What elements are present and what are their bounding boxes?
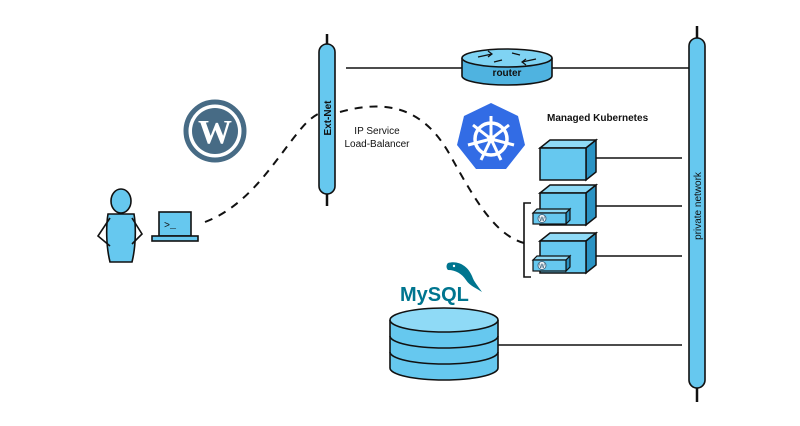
client-traffic-path	[204, 111, 323, 223]
wordpress-logo-icon: W	[183, 99, 247, 163]
pod-group-bracket	[523, 202, 531, 278]
pod-mark-1: W	[539, 217, 545, 223]
managed-kubernetes-label: Managed Kubernetes	[547, 113, 649, 124]
kubernetes-node-1	[537, 138, 599, 182]
terminal-prompt: >_	[164, 221, 177, 232]
router-icon: router	[461, 48, 553, 86]
kubernetes-node-2: W	[531, 183, 599, 227]
database-icon	[389, 307, 499, 381]
laptop-icon: >_	[151, 211, 199, 242]
private-network-bar: private network	[688, 26, 706, 402]
private-network-label: private network	[693, 171, 704, 240]
ext-net-label: Ext-Net	[323, 100, 334, 136]
router-label: router	[493, 68, 522, 79]
load-balancer-label: Load-Balancer	[344, 139, 410, 150]
pod-mark-2: W	[539, 264, 545, 270]
pod-container-1: W	[531, 207, 572, 226]
mysql-logo-icon: MySQL	[400, 262, 482, 306]
ext-net-bar: Ext-Net	[318, 34, 336, 206]
pod-container-2: W	[531, 254, 572, 273]
mysql-brand-text: MySQL	[400, 284, 469, 306]
kubernetes-node-3: W	[531, 231, 599, 275]
user-figure-icon	[96, 188, 144, 263]
wordpress-mark: W	[198, 114, 232, 151]
ip-service-label: IP Service	[354, 126, 400, 137]
kubernetes-logo-icon	[457, 103, 525, 169]
